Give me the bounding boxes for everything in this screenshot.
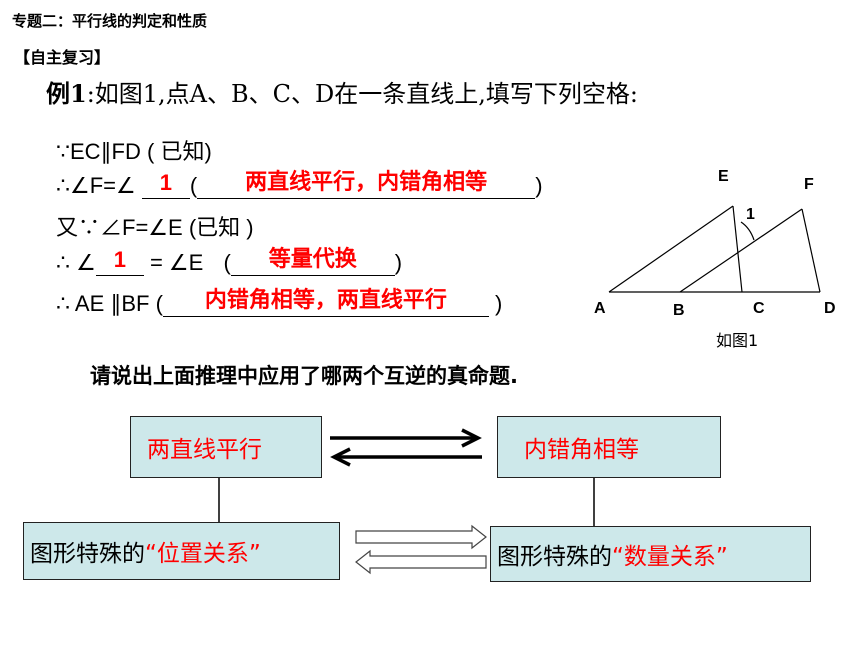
proof-line-5: ∴ AE ∥BF (内错角相等，两直线平行 ) xyxy=(56,287,502,317)
line-EC xyxy=(732,205,743,293)
proof-statement: 又∵∠F=∠E xyxy=(56,215,183,240)
answer-text: 等量代换 xyxy=(268,246,357,271)
box-quantity-relation: 图形特殊的“数量关系” xyxy=(490,526,811,582)
answer-text: 两直线平行，内错角相等 xyxy=(245,169,488,194)
angle-1-label: 1 xyxy=(746,206,755,223)
answer-text: 1 xyxy=(113,247,126,272)
answer-blank: 1 xyxy=(141,170,190,199)
line-FD xyxy=(801,208,821,293)
proof-line-2: ∴∠F=∠ 1(两直线平行，内错角相等) xyxy=(56,169,543,199)
point-F-label: F xyxy=(804,176,814,193)
box-text: 图形特殊的 xyxy=(30,541,145,567)
proof-reason: ( 已知) xyxy=(147,139,212,164)
example-prompt: 例1:如图1,点A、B、C、D在一条直线上,填写下列空格: xyxy=(46,74,638,109)
example-label: 例1 xyxy=(46,79,87,108)
point-D-label: D xyxy=(824,300,836,317)
proof-line-1: ∵EC∥FD ( 已知) xyxy=(56,134,212,166)
point-B-label: B xyxy=(673,302,685,319)
hollow-arrow-left xyxy=(355,549,487,575)
point-E-label: E xyxy=(718,168,729,185)
answer-text: 1 xyxy=(159,170,172,195)
proof-statement: ∴∠F=∠ xyxy=(56,173,136,198)
proof-line-3: 又∵∠F=∠E (已知 ) xyxy=(56,210,254,242)
section-heading: 【自主复习】 xyxy=(14,48,111,67)
box-text: 图形特殊的 xyxy=(497,544,612,570)
hollow-arrow-right xyxy=(355,524,487,550)
topic-title: 专题二：平行线的判定和性质 xyxy=(12,12,208,30)
proof-statement: = ∠E xyxy=(149,250,204,275)
proof-line-4: ∴ ∠1 = ∠E (等量代换) xyxy=(56,246,402,276)
example-text: :如图1,点A、B、C、D在一条直线上,填写下列空格: xyxy=(86,80,638,108)
box-text: 内错角相等 xyxy=(524,437,639,463)
line-BF xyxy=(679,208,803,293)
line-AE xyxy=(608,205,734,293)
answer-blank: 等量代换 xyxy=(230,246,395,276)
arrow-left-head xyxy=(330,447,351,467)
answer-blank: 内错角相等，两直线平行 xyxy=(162,287,489,317)
figure-caption: 如图1 xyxy=(716,331,759,350)
answer-text: 内错角相等，两直线平行 xyxy=(204,287,447,312)
angle-1-arc xyxy=(740,221,755,241)
point-A-label: A xyxy=(594,300,606,317)
point-C-label: C xyxy=(753,300,765,317)
answer-blank: 1 xyxy=(95,247,144,276)
box-position-relation: 图形特殊的“位置关系” xyxy=(23,522,340,580)
proof-statement: ∴ ∠ xyxy=(56,250,96,275)
box-alternate-angles: 内错角相等 xyxy=(497,416,721,478)
proof-statement: ∵EC∥FD xyxy=(56,139,141,164)
proof-reason: (已知 ) xyxy=(188,215,254,240)
question-text: 请说出上面推理中应用了哪两个互逆的真命题. xyxy=(90,364,518,388)
proof-statement: ∴ AE ∥BF xyxy=(56,291,150,316)
answer-blank: 两直线平行，内错角相等 xyxy=(197,169,536,199)
box-parallel-lines: 两直线平行 xyxy=(130,416,322,478)
box-text: 两直线平行 xyxy=(147,437,262,463)
arrow-right-head xyxy=(461,428,482,448)
box-highlight: “数量关系” xyxy=(612,544,728,570)
box-highlight: “位置关系” xyxy=(145,541,261,567)
